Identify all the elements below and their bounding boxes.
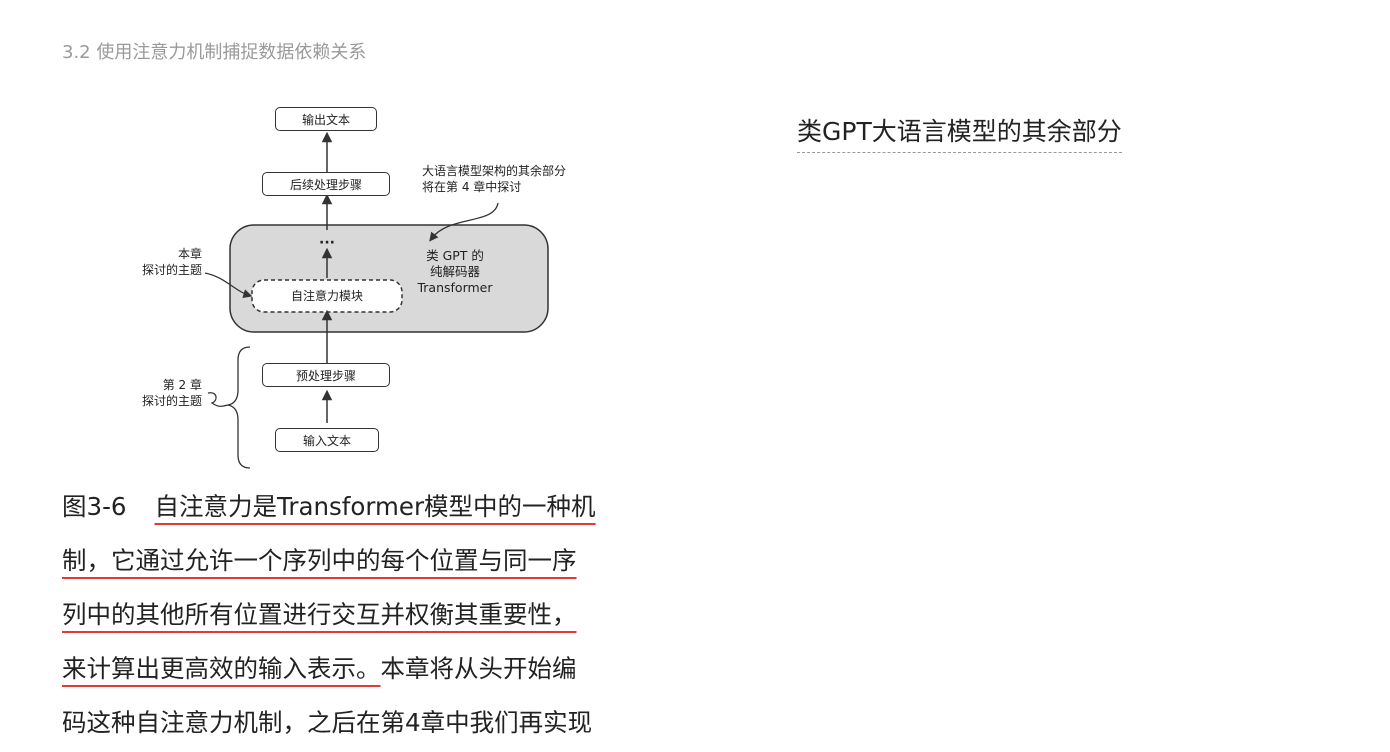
caption-line-2: 制，它通过允许一个序列中的每个位置与同一序 (62, 534, 662, 588)
postprocess-box: 后续处理步骤 (262, 172, 390, 196)
figure-lines (204, 131, 549, 469)
architecture-figure: 输出文本 后续处理步骤 ··· 自注意力模块 预处理步骤 输入文本 类 GPT … (120, 95, 590, 475)
input-text-box: 输入文本 (275, 428, 379, 452)
this-chapter-line2: 探讨的主题 (141, 263, 202, 277)
caption-line-4: 来计算出更高效的输入表示。本章将从头开始编 (62, 642, 662, 696)
highlight-line-4[interactable]: 来计算出更高效的输入表示。 (62, 654, 381, 683)
side-note[interactable]: 类GPT大语言模型的其余部分 (797, 112, 1122, 153)
this-chapter-label: 本章 探讨的主题 (120, 246, 202, 278)
self-attention-label: 自注意力模块 (290, 289, 363, 303)
postprocess-label: 后续处理步骤 (289, 177, 362, 192)
annotation-line2: 将在第 4 章中探讨 (422, 180, 522, 194)
chapter2-line1: 第 2 章 (162, 378, 202, 392)
caption-text-5: 码这种自注意力机制，之后在第4章中我们再实现 (62, 708, 593, 737)
caption-line-5: 码这种自注意力机制，之后在第4章中我们再实现 (62, 696, 662, 750)
highlight-line-1[interactable]: 自注意力是Transformer模型中的一种机 (154, 492, 596, 521)
architecture-annotation: 大语言模型架构的其余部分 将在第 4 章中探讨 (422, 163, 592, 195)
output-text-box: 输出文本 (275, 107, 377, 131)
decoder-label: 类 GPT 的 纯解码器 Transformer (405, 248, 505, 296)
caption-line-1: 图3-6 自注意力是Transformer模型中的一种机 (62, 480, 662, 534)
output-text-label: 输出文本 (301, 112, 350, 127)
caption-text-4b: 本章将从头开始编 (380, 654, 577, 683)
ellipsis-label: ··· (319, 235, 335, 251)
caption-line-3: 列中的其他所有位置进行交互并权衡其重要性， (62, 588, 662, 642)
preprocess-label: 预处理步骤 (295, 368, 356, 383)
chapter2-brace (227, 346, 251, 469)
decoder-label-line2: 纯解码器 (429, 264, 480, 279)
figure-caption: 图3-6 自注意力是Transformer模型中的一种机 制，它通过允许一个序列中… (62, 480, 662, 750)
arrow-annotation (429, 202, 499, 242)
arrow-this-chapter (204, 272, 253, 299)
chapter2-label: 第 2 章 探讨的主题 (120, 377, 202, 409)
decoder-label-line3: Transformer (417, 280, 493, 295)
highlight-line-3[interactable]: 列中的其他所有位置进行交互并权衡其重要性， (62, 600, 577, 629)
preprocess-box: 预处理步骤 (262, 363, 390, 387)
input-text-label: 输入文本 (302, 433, 351, 448)
decoder-label-line1: 类 GPT 的 (426, 248, 484, 263)
annotation-line1: 大语言模型架构的其余部分 (422, 164, 567, 178)
this-chapter-line1: 本章 (177, 247, 202, 261)
highlight-line-2[interactable]: 制，它通过允许一个序列中的每个位置与同一序 (62, 546, 577, 575)
chapter2-line2: 探讨的主题 (141, 394, 202, 408)
section-header: 3.2 使用注意力机制捕捉数据依赖关系 (62, 42, 367, 63)
arrow-ch2 (207, 392, 229, 407)
figure-number: 图3-6 (62, 492, 127, 521)
